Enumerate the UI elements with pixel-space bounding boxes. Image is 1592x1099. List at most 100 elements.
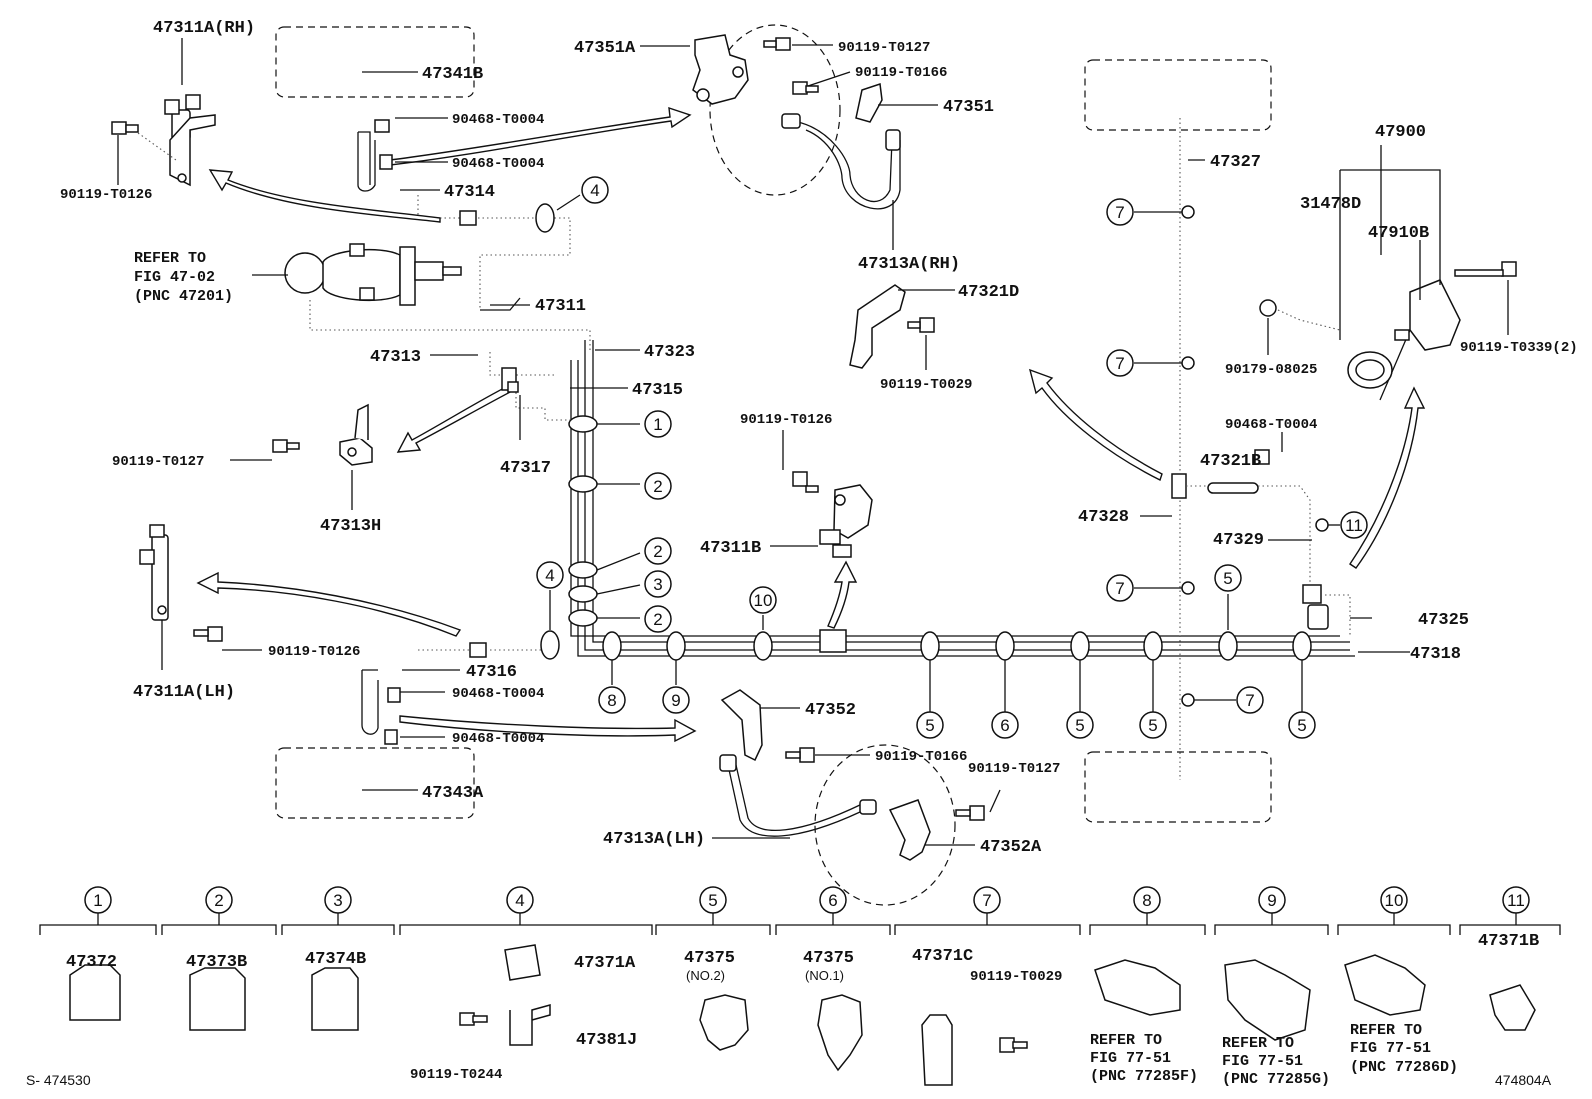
- legend-c8-l2: FIG 77-51: [1090, 1050, 1171, 1067]
- label-47328: 47328: [1078, 508, 1129, 527]
- detail-circle-left-lower: [814, 744, 956, 906]
- hose-47314: [357, 131, 376, 192]
- label-47323: 47323: [644, 343, 695, 362]
- valve-assembly-47900: [1347, 279, 1461, 401]
- label-47311b: 47311B: [700, 539, 761, 558]
- label-refer-a-l3: (PNC 47201): [134, 288, 233, 305]
- callout-7-c: 7: [1115, 579, 1124, 598]
- legend-47381j: 47381J: [576, 1031, 637, 1050]
- arrow-to-47311a-lh: [196, 571, 462, 637]
- legend-47374b: 47374B: [305, 950, 366, 969]
- bolt-90119-t0029-a: [907, 317, 935, 333]
- bolt-90119-t0127-a: [272, 439, 300, 453]
- junction-47311a-lh: [139, 524, 169, 621]
- callout-11: 11: [1345, 516, 1363, 535]
- block-47311b-base: [819, 629, 847, 653]
- label-90119-t0126-b: 90119-T0126: [740, 412, 832, 428]
- legend-c8-l3: (PNC 77285F): [1090, 1068, 1198, 1085]
- callout-5-e: 5: [1297, 716, 1306, 735]
- arrow-to-47321d: [1028, 368, 1163, 481]
- clip-90468-t0004-d: [387, 687, 401, 703]
- label-47311a-rh: 47311A(RH): [153, 19, 255, 38]
- label-47341b: 47341B: [422, 65, 483, 84]
- legend-callout-9: 9: [1267, 891, 1276, 910]
- label-90119-t0127-c: 90119-T0127: [968, 761, 1060, 777]
- leader-lines: [117, 38, 1509, 846]
- clamp-markers: [535, 203, 1329, 707]
- label-47311: 47311: [535, 297, 586, 316]
- legend-callout-4: 4: [515, 891, 524, 910]
- bracket-47352a: [888, 799, 931, 861]
- reference-box-bottom-right: [1084, 751, 1272, 823]
- label-90468-t0004-b: 90468-T0004: [452, 156, 544, 172]
- label-90119-t0127-a: 90119-T0127: [112, 454, 204, 470]
- legend-47375-no1-sub: (NO.1): [805, 968, 844, 983]
- legend-callout-circles: [84, 886, 1530, 914]
- block-47313h: [339, 403, 373, 466]
- label-47318: 47318: [1410, 645, 1461, 664]
- footer-code-right: 474804A: [1495, 1072, 1552, 1088]
- legend-callout-11: 11: [1507, 891, 1525, 910]
- fitting-47316: [469, 642, 487, 658]
- label-47910b: 47910B: [1368, 224, 1429, 243]
- label-47900: 47900: [1375, 123, 1426, 142]
- legend-c9-l2: FIG 77-51: [1222, 1053, 1303, 1070]
- label-47321b: 47321B: [1200, 452, 1261, 471]
- legend-47372: 47372: [66, 953, 117, 972]
- arrow-to-47352: [399, 715, 697, 743]
- callout-3: 3: [653, 575, 662, 594]
- callout-2-b: 2: [653, 542, 662, 561]
- bracket-47351a: [692, 34, 749, 105]
- arrow-to-47351a: [389, 106, 692, 166]
- callout-7-b: 7: [1115, 354, 1124, 373]
- label-90119-t0166-b: 90119-T0166: [875, 749, 967, 765]
- label-47352: 47352: [805, 701, 856, 720]
- legend-47375-no1: 47375: [803, 949, 854, 968]
- clip-90468-t0004-e: [384, 729, 398, 745]
- arrow-to-47900: [1349, 386, 1426, 569]
- hose-47313a-rh: [797, 121, 901, 210]
- legend-c10-l2: FIG 77-51: [1350, 1040, 1431, 1057]
- arrow-to-47313h: [396, 384, 516, 453]
- callout-circles: [536, 176, 1368, 739]
- legend-c10-l1: REFER TO: [1350, 1022, 1422, 1039]
- part-labels: 47311A(RH) 47341B 90468-T0004 90468-T000…: [60, 19, 1578, 857]
- label-47311a-lh: 47311A(LH): [133, 683, 235, 702]
- bracket-47352: [720, 689, 763, 762]
- callout-5-d: 5: [1223, 569, 1232, 588]
- callout-5-a: 5: [925, 716, 934, 735]
- legend-callout-7: 7: [982, 891, 991, 910]
- bolt-90119-t0339: [1454, 261, 1517, 277]
- bolt-90119-t0126-b: [792, 471, 819, 493]
- clip-90468-t0004-a: [374, 119, 390, 133]
- legend-callout-2: 2: [214, 891, 223, 910]
- valve-47325: [1302, 584, 1329, 630]
- main-brake-pipe-run: [570, 340, 1355, 657]
- label-refer-a-l2: FIG 47-02: [134, 269, 215, 286]
- label-47313a-lh: 47313A(LH): [603, 830, 705, 849]
- hose-47316: [361, 669, 379, 735]
- legend-c9-l3: (PNC 77285G): [1222, 1071, 1330, 1088]
- bolt-90119-t0127-b: [763, 37, 791, 51]
- detail-circle-right: [709, 24, 841, 196]
- label-47315: 47315: [632, 381, 683, 400]
- reference-box-top-left: [275, 26, 475, 98]
- label-90119-t0339: 90119-T0339(2): [1460, 340, 1578, 356]
- legend-c8-l1: REFER TO: [1090, 1032, 1162, 1049]
- callout-9: 9: [671, 691, 680, 710]
- nut-90179-08025: [1259, 299, 1277, 317]
- label-47313h: 47313H: [320, 517, 381, 536]
- callout-5-b: 5: [1075, 716, 1084, 735]
- label-47325: 47325: [1418, 611, 1469, 630]
- legend-47371b: 47371B: [1478, 932, 1539, 951]
- legend-90119-t0244: 90119-T0244: [410, 1067, 502, 1083]
- legend-callout-numbers: 1 2 3 4 5 6 7 8 9 10 11: [93, 891, 1525, 910]
- fitting-47328: [1171, 473, 1187, 499]
- pipe-47311: [480, 297, 521, 311]
- label-47316: 47316: [466, 663, 517, 682]
- bolt-90119-t0127-c: [955, 805, 985, 821]
- legend-labels: 47372 47373B 47374B 47371A 47381J 90119-…: [66, 932, 1539, 1088]
- fitting-47314: [459, 210, 477, 226]
- legend-callout-5: 5: [708, 891, 717, 910]
